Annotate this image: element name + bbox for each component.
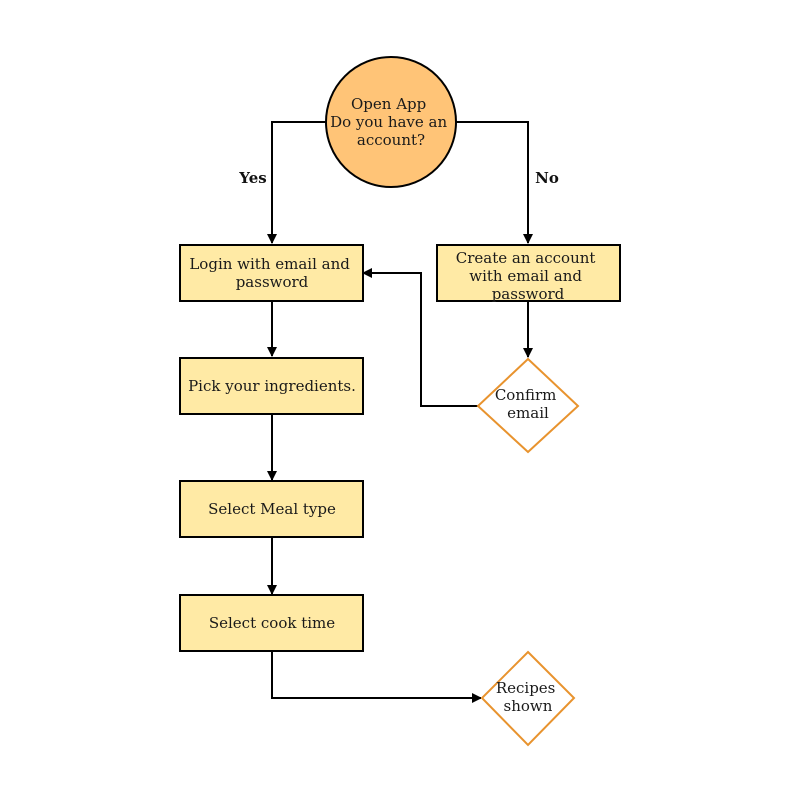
pick-ingredients-node-label: Pick your ingredients. [188, 377, 356, 395]
confirm-email-node-label: Confirm email [495, 386, 561, 422]
start-node-shape [325, 56, 457, 188]
create-account-node: Create an account with email and passwor… [436, 244, 621, 303]
start-node-label: Open App Do you have an account? [330, 95, 452, 149]
confirm-email-node: Confirm email [476, 357, 580, 454]
select-meal-type-node-shape [179, 480, 364, 538]
edge-start-to-create-account [454, 121, 533, 244]
select-meal-type-node: Select Meal type [179, 480, 364, 538]
confirm-email-node-shape [476, 357, 580, 454]
recipes-shown-node-shape [480, 650, 576, 747]
recipes-shown-node-label: Recipes shown [496, 679, 560, 715]
select-cook-time-node-label: Select cook time [209, 614, 335, 632]
pick-ingredients-node-shape [179, 357, 364, 415]
edge-select-cook-time-to-recipes-shown [271, 652, 482, 703]
connectors [267, 121, 533, 703]
create-account-node-label: Create an account with email and passwor… [456, 249, 600, 303]
edge-confirm-email-to-login [362, 268, 478, 407]
recipes-shown-node: Recipes shown [480, 650, 576, 747]
edge-start-to-login [267, 121, 328, 244]
start-node: Open App Do you have an account? [325, 56, 457, 188]
select-cook-time-node: Select cook time [179, 594, 364, 652]
select-cook-time-node-shape [179, 594, 364, 652]
select-meal-type-node-label: Select Meal type [208, 500, 336, 518]
pick-ingredients-node: Pick your ingredients. [179, 357, 364, 415]
login-node-shape [179, 244, 364, 302]
no-label: No [535, 169, 559, 187]
create-account-node-shape [436, 244, 621, 302]
yes-label: Yes [238, 169, 266, 187]
login-node-label: Login with email and password [189, 255, 354, 291]
login-node: Login with email and password [179, 244, 364, 302]
